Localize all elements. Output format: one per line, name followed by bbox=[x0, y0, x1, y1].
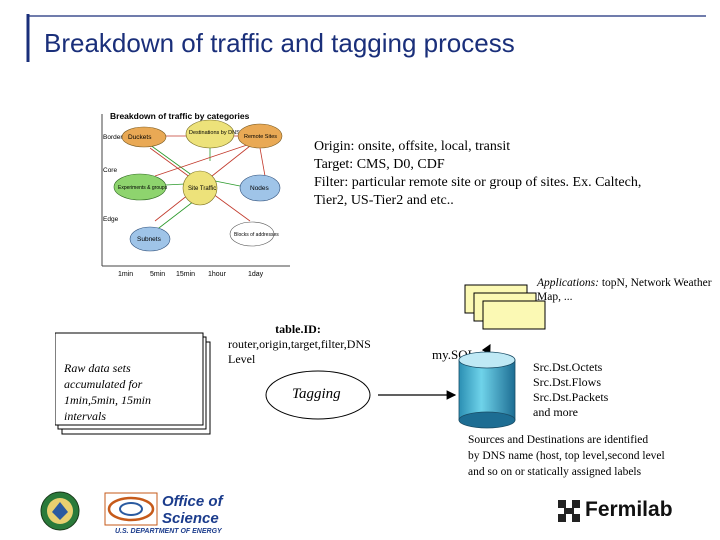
applications-text: Applications: topN, Network Weather Map,… bbox=[537, 276, 712, 304]
time-label: 5min bbox=[150, 271, 165, 278]
raw-data-line: accumulated for bbox=[64, 377, 143, 391]
time-label: 15min bbox=[176, 271, 195, 278]
office-logo-line: Science bbox=[162, 510, 219, 527]
node-remote-sites-label: Remote Sites bbox=[244, 134, 277, 140]
node-nodes-label: Nodes bbox=[250, 185, 270, 192]
db-field: Src.Dst.Flows bbox=[533, 375, 602, 389]
db-fields: Src.Dst.Octets Src.Dst.Flows Src.Dst.Pac… bbox=[533, 360, 608, 420]
description-line: Origin: onsite, offsite, local, transit bbox=[314, 139, 511, 154]
node-duckets bbox=[121, 126, 167, 148]
raw-data-line: intervals bbox=[64, 409, 106, 423]
node-experiments bbox=[113, 173, 167, 201]
db-field: Src.Dst.Octets bbox=[533, 360, 603, 374]
office-logo-line: Office of bbox=[162, 493, 223, 510]
node-experiments-label: Experiments & groups bbox=[118, 185, 168, 191]
node-duckets-label: Duckets bbox=[128, 134, 152, 141]
node-blocks-label: Blocks of addresses bbox=[234, 232, 279, 238]
node-site-traffic-label: Site Traffic bbox=[188, 186, 216, 192]
db-field: Src.Dst.Packets bbox=[533, 390, 609, 404]
tagging-label: Tagging bbox=[292, 386, 341, 402]
figure-caption: Breakdown of traffic by categories bbox=[110, 111, 250, 121]
table-id-heading: table.ID: bbox=[275, 322, 321, 336]
sources-note: Sources and Destinations are identified … bbox=[468, 432, 718, 480]
slide-title: Breakdown of traffic and tagging process bbox=[44, 28, 515, 58]
doe-seal-logo bbox=[40, 491, 80, 531]
description-line: Filter: particular remote site or group … bbox=[314, 175, 642, 190]
time-label: 1hour bbox=[208, 271, 227, 278]
node-destinations bbox=[185, 119, 235, 149]
node-subnets-label: Subnets bbox=[137, 236, 162, 243]
applications-label: Applications: bbox=[537, 277, 599, 289]
raw-data-pages bbox=[55, 332, 211, 435]
applications-stack bbox=[464, 284, 546, 330]
node-remote-sites bbox=[237, 123, 283, 149]
office-logo-line: U.S. DEPARTMENT OF ENERGY bbox=[115, 528, 222, 535]
raw-data-text: Raw data sets accumulated for 1min,5min,… bbox=[64, 360, 194, 424]
description-line: Target: CMS, D0, CDF bbox=[314, 157, 445, 172]
row-label-core: Core bbox=[103, 167, 117, 174]
category-description: Origin: onsite, offsite, local, transit … bbox=[314, 138, 709, 210]
traffic-breakdown-figure: Breakdown of traffic by categories Borde… bbox=[100, 106, 300, 278]
fermilab-logo-text: Fermilab bbox=[585, 498, 673, 521]
sources-line: by DNS name (host, top level,second leve… bbox=[468, 450, 665, 462]
db-field: and more bbox=[533, 405, 578, 419]
time-label: 1min bbox=[118, 271, 133, 278]
node-nodes bbox=[239, 174, 281, 202]
node-destinations-label: Destinations by DNS bbox=[189, 130, 240, 136]
row-label-border: Border bbox=[103, 134, 123, 141]
node-subnets bbox=[129, 226, 171, 252]
description-line: Tier2, US-Tier2 and etc.. bbox=[314, 193, 454, 208]
node-blocks bbox=[229, 221, 275, 247]
tagging-shape bbox=[265, 370, 371, 420]
node-site-traffic bbox=[182, 170, 218, 206]
sources-line: Sources and Destinations are identified bbox=[468, 434, 649, 446]
fermilab-logo-mark bbox=[558, 500, 580, 522]
table-id-text: router,origin,target,filter,DNS Level bbox=[228, 337, 371, 366]
office-of-science-logo-mark bbox=[104, 492, 158, 526]
sources-line: and so on or statically assigned labels bbox=[468, 466, 642, 478]
database-cylinder-icon bbox=[458, 351, 516, 429]
raw-data-line: Raw data sets bbox=[64, 361, 131, 375]
row-label-edge: Edge bbox=[103, 216, 119, 223]
applications-list: topN, Network Weather Map, ... bbox=[537, 277, 712, 303]
raw-data-line: 1min,5min, 15min bbox=[64, 393, 151, 407]
time-label: 1day bbox=[248, 271, 264, 278]
table-id-block: table.ID: router,origin,target,filter,DN… bbox=[228, 322, 388, 367]
